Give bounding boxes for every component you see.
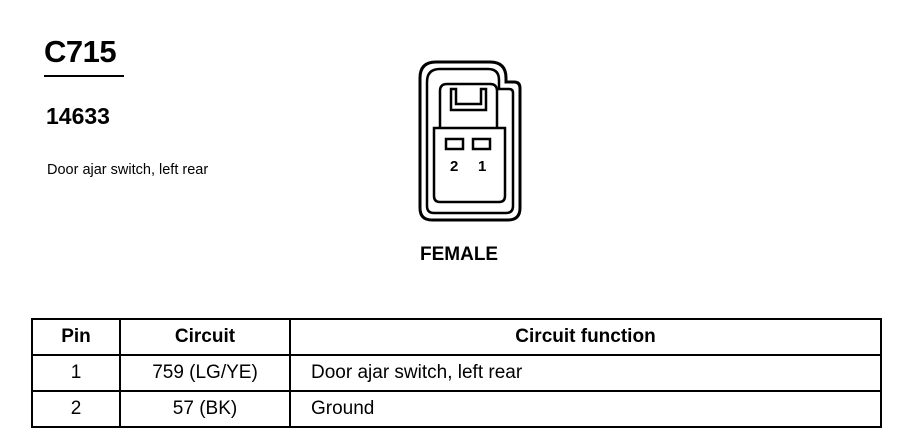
pin-label-2: 2 xyxy=(450,158,458,175)
header-pin: Pin xyxy=(31,318,121,356)
table-header-row: Pin Circuit Circuit function xyxy=(31,318,882,356)
connector-id: C715 xyxy=(44,34,117,69)
locking-tab xyxy=(449,87,488,112)
cell-circuit: 759 (LG/YE) xyxy=(119,354,291,392)
pin-label-1: 1 xyxy=(478,158,486,175)
pin-cavity-1 xyxy=(471,137,492,151)
connector-id-underline xyxy=(44,75,124,77)
connector-outer-housing xyxy=(418,60,522,222)
connector-body xyxy=(438,82,499,128)
connector-description: Door ajar switch, left rear xyxy=(47,162,209,178)
connector-gender-label: FEMALE xyxy=(420,244,499,265)
pin-cavity-2 xyxy=(444,137,465,151)
cell-function: Ground xyxy=(289,390,882,428)
part-number: 14633 xyxy=(46,103,110,129)
cell-function: Door ajar switch, left rear xyxy=(289,354,882,392)
cell-pin: 1 xyxy=(31,354,121,392)
table-row: 1 759 (LG/YE) Door ajar switch, left rea… xyxy=(31,354,882,392)
header-circuit-function: Circuit function xyxy=(289,318,882,356)
connector-inner-housing xyxy=(425,67,515,215)
connector-body-lower xyxy=(432,126,507,204)
header-circuit: Circuit xyxy=(119,318,291,356)
cell-circuit: 57 (BK) xyxy=(119,390,291,428)
table-row: 2 57 (BK) Ground xyxy=(31,390,882,428)
connector-face-drawing: 2 1 xyxy=(418,60,522,222)
pin-table: Pin Circuit Circuit function 1 759 (LG/Y… xyxy=(31,318,882,428)
cell-pin: 2 xyxy=(31,390,121,428)
